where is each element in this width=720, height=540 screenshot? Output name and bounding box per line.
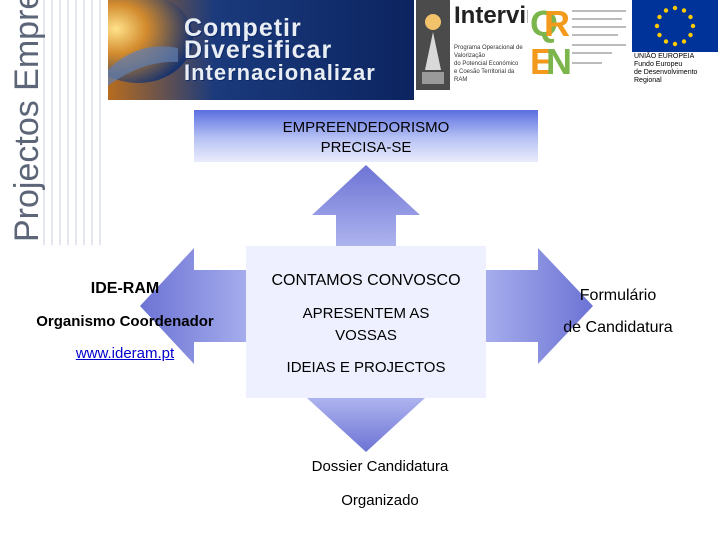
entrepreneurship-box: EMPREENDEDORISMO PRECISA-SE: [194, 110, 538, 162]
banner: Competir Diversificar Internacionalizar: [108, 0, 414, 100]
svg-text:N: N: [546, 41, 572, 78]
eu-flag-icon: [632, 0, 718, 52]
ideram-link[interactable]: www.ideram.pt: [75, 345, 175, 362]
right-line-1: Formulário: [579, 287, 657, 304]
center-line-2a: APRESENTEM AS: [302, 305, 430, 322]
eu-caption-2: Fundo Europeu: [634, 61, 683, 68]
left-org-role: Organismo Coordenador: [36, 313, 214, 330]
center-line-1: CONTAMOS CONVOSCO: [271, 272, 461, 289]
left-org-name: IDE-RAM: [90, 280, 160, 297]
intervir-subtitle-3: e Coesão Territorial da RAM: [454, 69, 515, 83]
side-title: Projectos Empresariais: [8, 0, 46, 242]
center-line-2b: VOSSAS: [335, 327, 397, 344]
bottom-line-2: Organizado: [341, 492, 419, 509]
eu-caption: UNIÃO EUROPEIA Fundo Europeu de Desenvol…: [634, 53, 720, 85]
banner-line-2: Diversificar: [184, 36, 333, 64]
eu-caption-3: de Desenvolvimento: [634, 69, 698, 76]
eu-caption-1: UNIÃO EUROPEIA: [634, 53, 695, 60]
side-logo: Projectos Empresariais: [0, 0, 108, 245]
center-line-3: IDEIAS E PROJECTOS: [286, 359, 446, 376]
top-box-line-2: PRECISA-SE: [320, 139, 412, 156]
svg-text:E: E: [530, 41, 554, 78]
eu-caption-4: Regional: [634, 77, 662, 84]
banner-line-3: Internacionalizar: [184, 60, 376, 85]
qren-logo: Q R E N: [528, 0, 630, 82]
qren-letters-top: Q: [530, 3, 558, 44]
center-panel: [246, 246, 486, 398]
intervir-subtitle-1: Programa Operacional de Valorização: [454, 45, 523, 59]
intervir-subtitle-2: do Potencial Económico: [454, 61, 519, 67]
svg-text:R: R: [544, 3, 570, 44]
bottom-line-1: Dossier Candidatura: [311, 458, 449, 475]
top-box-line-1: EMPREENDEDORISMO: [282, 119, 450, 136]
banner-line-1: Competir: [184, 14, 302, 42]
right-line-2: de Candidatura: [563, 319, 673, 336]
